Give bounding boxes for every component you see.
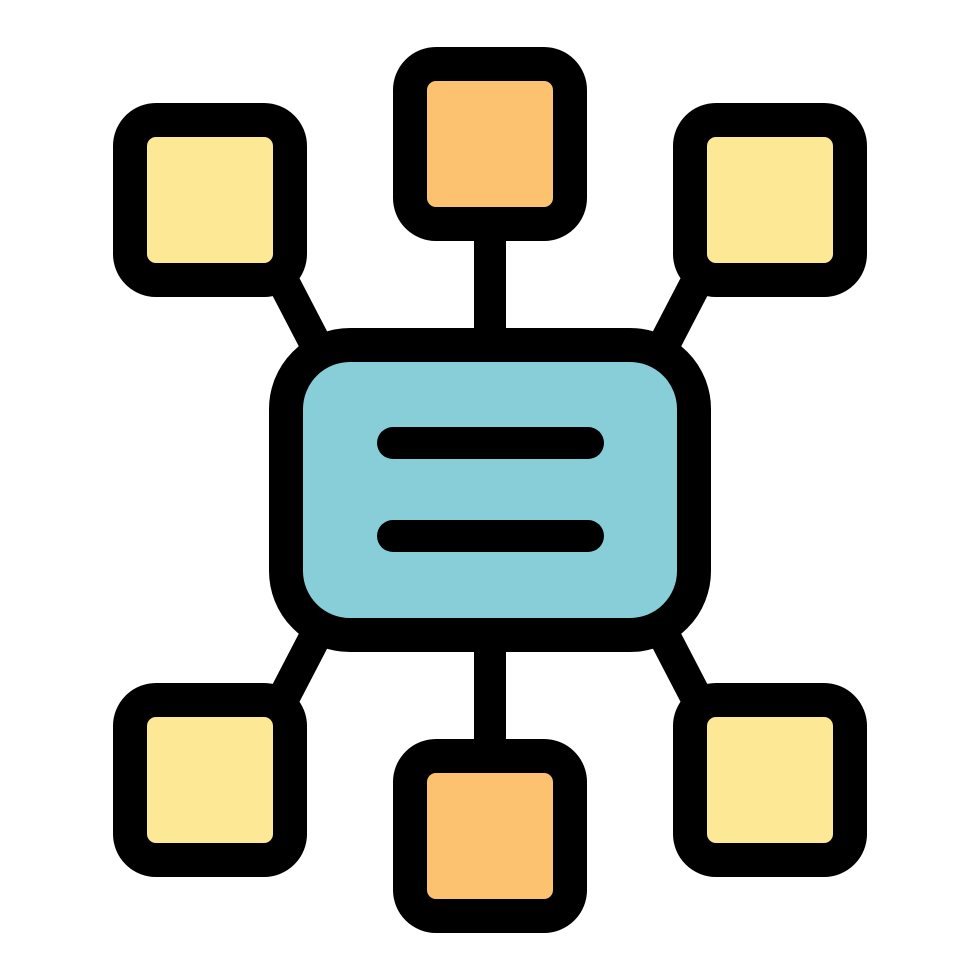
top-right-node [673, 103, 867, 297]
top-left-node [113, 103, 307, 297]
bottom-node [393, 739, 587, 933]
top-node [393, 47, 587, 241]
bottom-left-node [113, 683, 307, 877]
bottom-right-node [673, 683, 867, 877]
center-hub [269, 328, 711, 652]
